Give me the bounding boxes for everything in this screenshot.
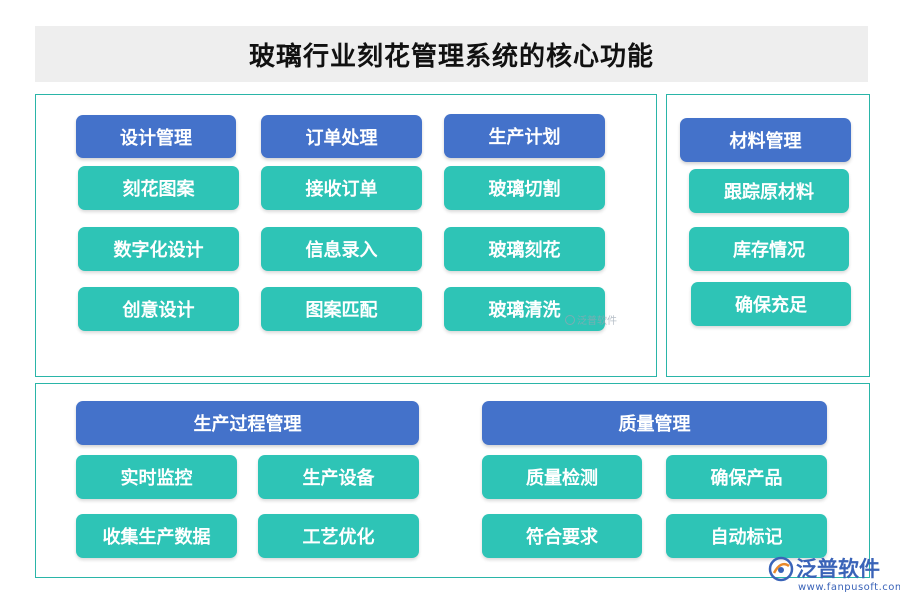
quality-item-3: 符合要求 [482,514,642,558]
title-bar: 玻璃行业刻花管理系统的核心功能 [35,26,868,82]
fanpu-logo-icon [768,556,794,582]
process-item-1: 实时监控 [76,455,237,499]
quality-item-1: 质量检测 [482,455,642,499]
logo-name: 泛普软件 [796,557,880,581]
material-item-1: 跟踪原材料 [689,169,849,213]
plan-item-2: 玻璃刻花 [444,227,605,271]
design-management-header: 设计管理 [76,115,236,158]
material-item-2: 库存情况 [689,227,849,271]
brand-logo: 泛普软件 www.fanpusoft.com [768,553,900,597]
order-item-3: 图案匹配 [261,287,422,331]
quality-item-4: 自动标记 [666,514,827,558]
process-item-3: 收集生产数据 [76,514,237,558]
process-item-4: 工艺优化 [258,514,419,558]
order-processing-header: 订单处理 [261,115,422,158]
design-item-2: 数字化设计 [78,227,239,271]
logo-url: www.fanpusoft.com [798,582,900,593]
process-item-2: 生产设备 [258,455,419,499]
production-plan-header: 生产计划 [444,114,605,158]
inner-watermark: 泛普软件 [565,312,617,327]
material-management-header: 材料管理 [680,118,851,162]
order-item-2: 信息录入 [261,227,422,271]
quality-management-header: 质量管理 [482,401,827,445]
material-item-3: 确保充足 [691,282,851,326]
production-process-header: 生产过程管理 [76,401,419,445]
design-item-3: 创意设计 [78,287,239,331]
design-item-1: 刻花图案 [78,166,239,210]
page-title: 玻璃行业刻花管理系统的核心功能 [248,41,654,72]
plan-item-3: 玻璃清洗 [444,287,605,331]
inner-watermark-text: 泛普软件 [577,316,617,327]
watermark-logo-icon [565,314,575,325]
quality-item-2: 确保产品 [666,455,827,499]
plan-item-1: 玻璃切割 [444,166,605,210]
order-item-1: 接收订单 [261,166,422,210]
